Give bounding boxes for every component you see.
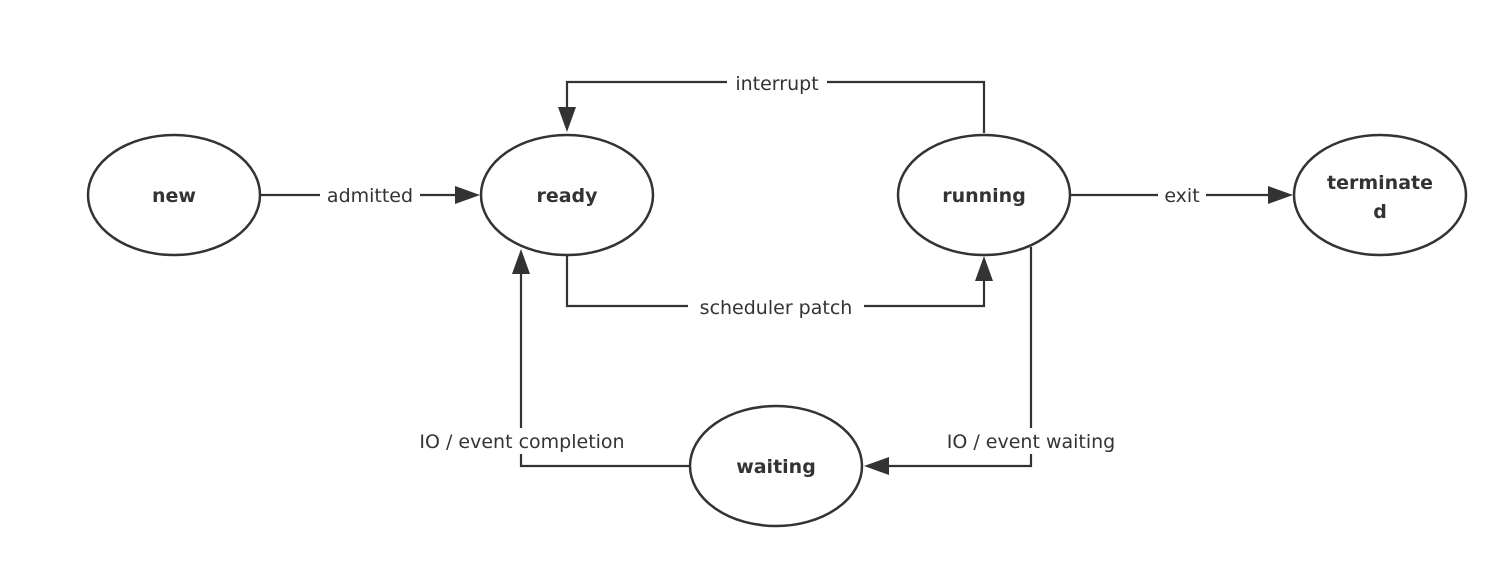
edge-label-scheduler-patch: scheduler patch — [700, 297, 853, 319]
edge-io-event-completion: IO / event completion — [396, 249, 690, 468]
edge-label-io-event-waiting: IO / event waiting — [947, 431, 1116, 453]
edge-io-event-waiting: IO / event waiting — [864, 247, 1134, 475]
edge-exit-label-bg — [1158, 182, 1206, 208]
state-ready-label: ready — [536, 185, 598, 207]
edge-interrupt-label-bg — [727, 69, 827, 95]
edge-interrupt: interrupt — [558, 69, 986, 133]
state-ready: ready — [479, 133, 655, 257]
edge-io-event-completion-line — [519, 272, 690, 468]
state-waiting-label: waiting — [736, 456, 816, 478]
edge-label-exit: exit — [1164, 185, 1199, 207]
edge-scheduler-patch-label-bg — [688, 293, 864, 319]
state-new-shape — [86, 133, 262, 257]
edge-label-admitted: admitted — [327, 185, 413, 207]
state-terminated: terminate d — [1292, 133, 1468, 257]
state-terminated-shape — [1292, 133, 1468, 257]
edge-scheduler-patch: scheduler patch — [565, 255, 993, 319]
edge-label-io-event-completion: IO / event completion — [419, 431, 624, 453]
edge-io-event-completion-label-bg — [396, 428, 648, 454]
state-ready-shape — [479, 133, 655, 257]
state-waiting: waiting — [688, 404, 864, 528]
state-running: running — [896, 133, 1072, 257]
edge-scheduler-patch-arrow — [975, 256, 993, 281]
edge-io-event-waiting-arrow — [864, 457, 889, 475]
edge-admitted: admitted — [260, 182, 480, 208]
state-new: new — [86, 133, 262, 257]
edge-exit-arrow — [1268, 186, 1293, 204]
edge-io-event-waiting-line — [885, 247, 1033, 468]
state-running-shape — [896, 133, 1072, 257]
edge-interrupt-arrow — [558, 107, 576, 132]
state-terminated-label-line1: terminate — [1327, 172, 1433, 194]
state-terminated-label-line2: d — [1373, 201, 1387, 223]
edge-io-event-waiting-label-bg — [928, 428, 1134, 454]
edge-admitted-label-bg — [320, 182, 420, 208]
edge-exit: exit — [1071, 182, 1293, 208]
edge-label-interrupt: interrupt — [735, 73, 818, 95]
state-new-label: new — [152, 185, 196, 207]
edge-io-event-completion-arrow — [512, 249, 530, 274]
state-waiting-shape — [688, 404, 864, 528]
edge-admitted-arrow — [455, 186, 480, 204]
state-running-label: running — [942, 185, 1026, 207]
